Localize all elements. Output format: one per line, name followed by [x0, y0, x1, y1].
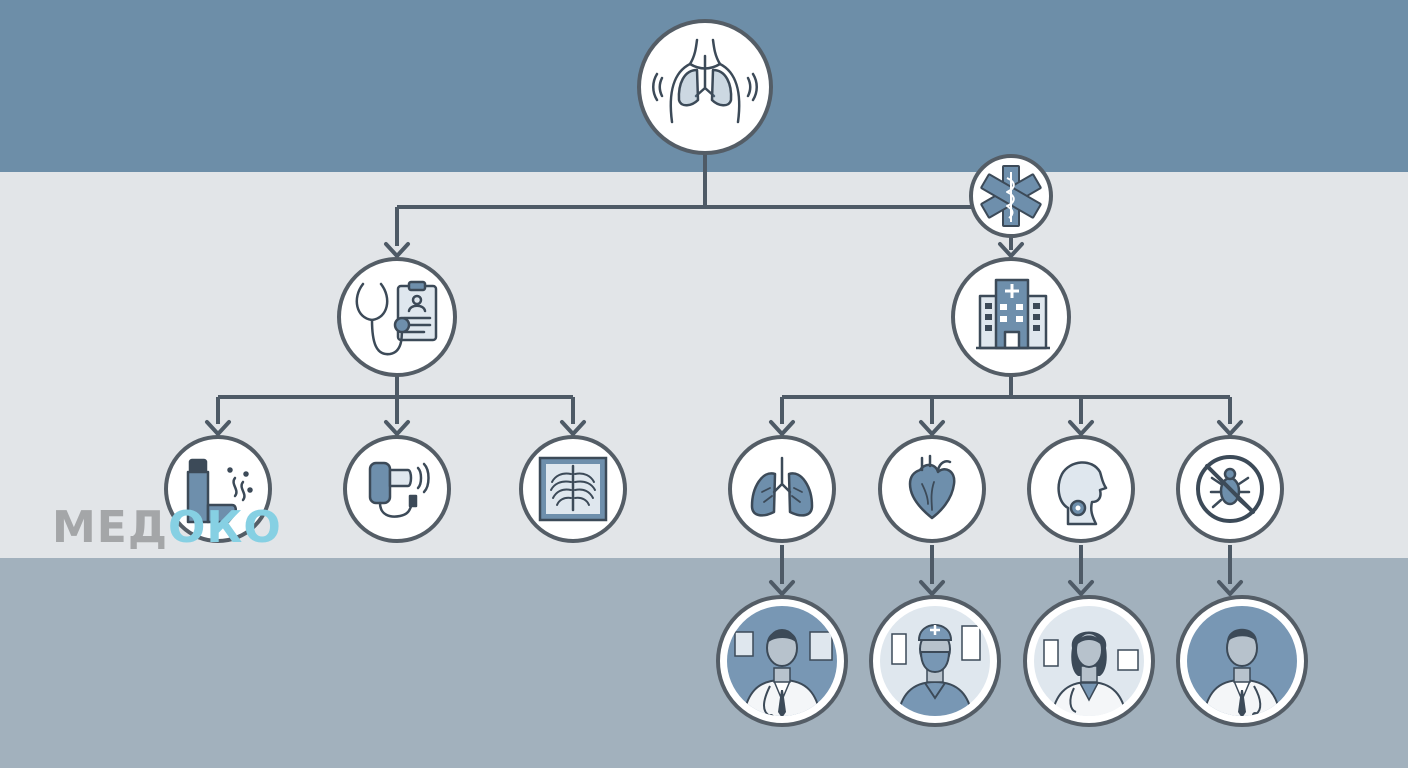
chest-xray-icon	[538, 456, 608, 522]
arrowhead-out-2	[384, 420, 410, 436]
stethoscope-clipboard-icon	[355, 280, 438, 356]
arrowheads	[205, 242, 1243, 596]
arrowhead-doc-4	[1217, 580, 1243, 596]
hospital-icon	[976, 278, 1050, 350]
infection-node	[1176, 435, 1284, 543]
arrowhead-out-1	[205, 420, 231, 436]
throat-node	[1027, 435, 1135, 543]
spirometer-node	[343, 435, 451, 543]
watermark-logo: МЕДОКО	[52, 506, 282, 550]
doctor-node-3	[1023, 595, 1155, 727]
watermark-text-part2: ОКО	[168, 502, 282, 553]
connectors	[216, 150, 1232, 584]
arrowhead-doc-3	[1068, 580, 1094, 596]
arrowhead-out-3	[560, 420, 586, 436]
arrowhead-in-3	[1068, 420, 1094, 436]
emergency-node	[969, 154, 1053, 238]
no-infection-icon	[1196, 455, 1264, 523]
doctor-node-4	[1176, 595, 1308, 727]
inpatient-node	[951, 257, 1071, 377]
inhaler-icon	[186, 458, 253, 524]
pulmonologist-icon	[734, 629, 833, 716]
spirometer-icon	[368, 461, 430, 518]
heart-node	[878, 435, 986, 543]
arrowhead-doc-1	[769, 580, 795, 596]
throat-icon	[1057, 461, 1108, 526]
lungs-chest-icon	[652, 38, 758, 124]
root-node	[637, 19, 773, 155]
xray-node	[519, 435, 627, 543]
lungs-icon	[750, 456, 814, 517]
arrowhead-inpatient	[998, 242, 1024, 258]
surgeon-icon	[891, 624, 981, 716]
star-of-life-icon	[980, 165, 1042, 227]
lungs-node	[728, 435, 836, 543]
arrowhead-outpatient	[384, 242, 410, 258]
watermark-text-part1: МЕД	[52, 502, 169, 553]
arrowhead-in-4	[1217, 420, 1243, 436]
female-doctor-icon	[1043, 631, 1139, 716]
doctor-node-2	[869, 595, 1001, 727]
arrowhead-in-2	[919, 420, 945, 436]
arrowhead-in-1	[769, 420, 795, 436]
arrowhead-doc-2	[919, 580, 945, 596]
doctor-node-1	[716, 595, 848, 727]
inhaler-node	[164, 435, 272, 543]
bottom-band	[0, 558, 1408, 768]
outpatient-node	[337, 257, 457, 377]
heart-icon	[908, 454, 956, 520]
